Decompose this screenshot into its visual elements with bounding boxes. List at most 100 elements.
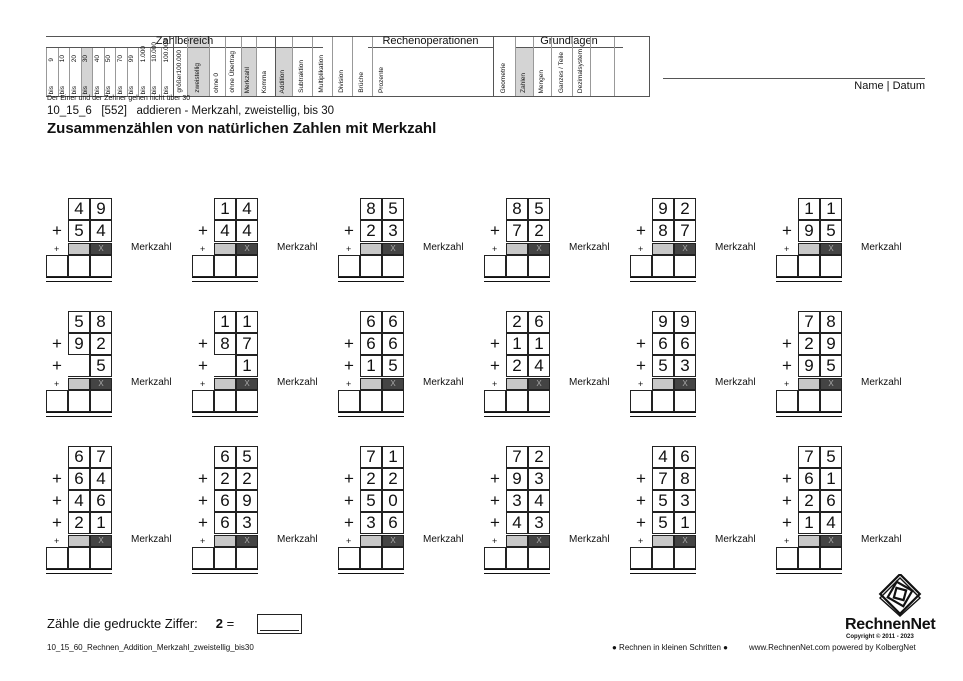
ones-digit: 3 — [674, 490, 696, 512]
result-tens-cell[interactable] — [214, 255, 236, 277]
result-tens-cell[interactable] — [68, 390, 90, 412]
plus-sign: + — [52, 221, 62, 240]
carry-input-cell[interactable] — [652, 243, 674, 255]
result-ones-cell[interactable] — [820, 390, 842, 412]
carry-input-cell[interactable] — [798, 535, 820, 547]
result-tens-cell[interactable] — [360, 547, 382, 569]
result-ones-cell[interactable] — [382, 390, 404, 412]
result-hundreds-cell[interactable] — [484, 390, 506, 412]
result-hundreds-cell[interactable] — [46, 390, 68, 412]
file-name: 10_15_60_Rechnen_Addition_Merkzahl_zweis… — [47, 643, 254, 652]
result-tens-cell[interactable] — [652, 255, 674, 277]
result-tens-cell[interactable] — [506, 390, 528, 412]
tens-digit: 2 — [798, 333, 820, 355]
result-tens-cell[interactable] — [360, 390, 382, 412]
carry-input-cell[interactable] — [652, 535, 674, 547]
result-hundreds-cell[interactable] — [630, 255, 652, 277]
plus-sign: + — [198, 356, 208, 375]
result-tens-cell[interactable] — [652, 547, 674, 569]
result-ones-cell[interactable] — [90, 390, 112, 412]
carry-input-cell[interactable] — [652, 378, 674, 390]
tens-digit: 4 — [68, 198, 90, 220]
result-tens-cell[interactable] — [798, 390, 820, 412]
carry-input-cell[interactable] — [68, 535, 90, 547]
header-label-range-bis: bis — [93, 85, 101, 94]
result-ones-cell[interactable] — [90, 547, 112, 569]
website: www.RechnenNet.com powered by KolbergNet — [749, 643, 916, 652]
tens-digit: 3 — [360, 512, 382, 534]
carry-input-cell[interactable] — [68, 378, 90, 390]
plus-sign: + — [490, 513, 500, 532]
carry-input-cell[interactable] — [360, 243, 382, 255]
carry-input-cell[interactable] — [68, 243, 90, 255]
result-ones-cell[interactable] — [674, 547, 696, 569]
result-ones-cell[interactable] — [820, 255, 842, 277]
result-hundreds-cell[interactable] — [338, 547, 360, 569]
result-ones-cell[interactable] — [528, 390, 550, 412]
result-tens-cell[interactable] — [214, 390, 236, 412]
result-ones-cell[interactable] — [236, 390, 258, 412]
result-tens-cell[interactable] — [68, 255, 90, 277]
plus-sign: + — [198, 334, 208, 353]
result-hundreds-cell[interactable] — [484, 255, 506, 277]
result-tens-cell[interactable] — [506, 547, 528, 569]
carry-input-cell[interactable] — [798, 243, 820, 255]
carry-input-cell[interactable] — [506, 243, 528, 255]
result-ones-cell[interactable] — [528, 547, 550, 569]
result-hundreds-cell[interactable] — [192, 255, 214, 277]
result-hundreds-cell[interactable] — [46, 255, 68, 277]
carry-input-cell[interactable] — [798, 378, 820, 390]
header-label-range-bis: bis — [151, 85, 159, 94]
result-hundreds-cell[interactable] — [776, 255, 798, 277]
result-hundreds-cell[interactable] — [776, 547, 798, 569]
selected-column-shade — [275, 48, 292, 96]
tens-digit: 1 — [506, 333, 528, 355]
result-tens-cell[interactable] — [214, 547, 236, 569]
result-ones-cell[interactable] — [236, 255, 258, 277]
carry-input-cell[interactable] — [506, 378, 528, 390]
result-ones-cell[interactable] — [236, 547, 258, 569]
result-hundreds-cell[interactable] — [338, 255, 360, 277]
result-ones-cell[interactable] — [528, 255, 550, 277]
result-ones-cell[interactable] — [90, 255, 112, 277]
result-tens-cell[interactable] — [798, 547, 820, 569]
tens-digit: 2 — [214, 468, 236, 490]
result-tens-cell[interactable] — [652, 390, 674, 412]
result-tens-cell[interactable] — [798, 255, 820, 277]
tens-digit: 9 — [506, 468, 528, 490]
result-hundreds-cell[interactable] — [776, 390, 798, 412]
carry-input-cell[interactable] — [360, 378, 382, 390]
result-tens-cell[interactable] — [360, 255, 382, 277]
carry-input-cell[interactable] — [360, 535, 382, 547]
carry-input-cell[interactable] — [214, 378, 236, 390]
selected-column-shade — [187, 37, 209, 96]
plus-sign: + — [636, 513, 646, 532]
result-ones-cell[interactable] — [820, 547, 842, 569]
table-divider — [240, 37, 242, 96]
result-ones-cell[interactable] — [382, 255, 404, 277]
result-hundreds-cell[interactable] — [484, 547, 506, 569]
carry-input-cell[interactable] — [214, 243, 236, 255]
result-hundreds-cell[interactable] — [192, 390, 214, 412]
result-tens-cell[interactable] — [68, 547, 90, 569]
result-hundreds-cell[interactable] — [630, 547, 652, 569]
tens-digit: 9 — [798, 355, 820, 377]
ones-digit: 8 — [90, 311, 112, 333]
result-hundreds-cell[interactable] — [192, 547, 214, 569]
carry-input-cell[interactable] — [214, 535, 236, 547]
result-ones-cell[interactable] — [674, 390, 696, 412]
tens-digit: 5 — [68, 311, 90, 333]
result-hundreds-cell[interactable] — [630, 390, 652, 412]
result-tens-cell[interactable] — [506, 255, 528, 277]
count-answer-box[interactable] — [257, 614, 302, 634]
carry-plus-sign: + — [638, 379, 644, 389]
result-ones-cell[interactable] — [382, 547, 404, 569]
result-ones-cell[interactable] — [674, 255, 696, 277]
carry-input-cell[interactable] — [506, 535, 528, 547]
result-row — [776, 255, 842, 277]
result-hundreds-cell[interactable] — [46, 547, 68, 569]
carry-plus-sign: + — [638, 244, 644, 254]
result-hundreds-cell[interactable] — [338, 390, 360, 412]
